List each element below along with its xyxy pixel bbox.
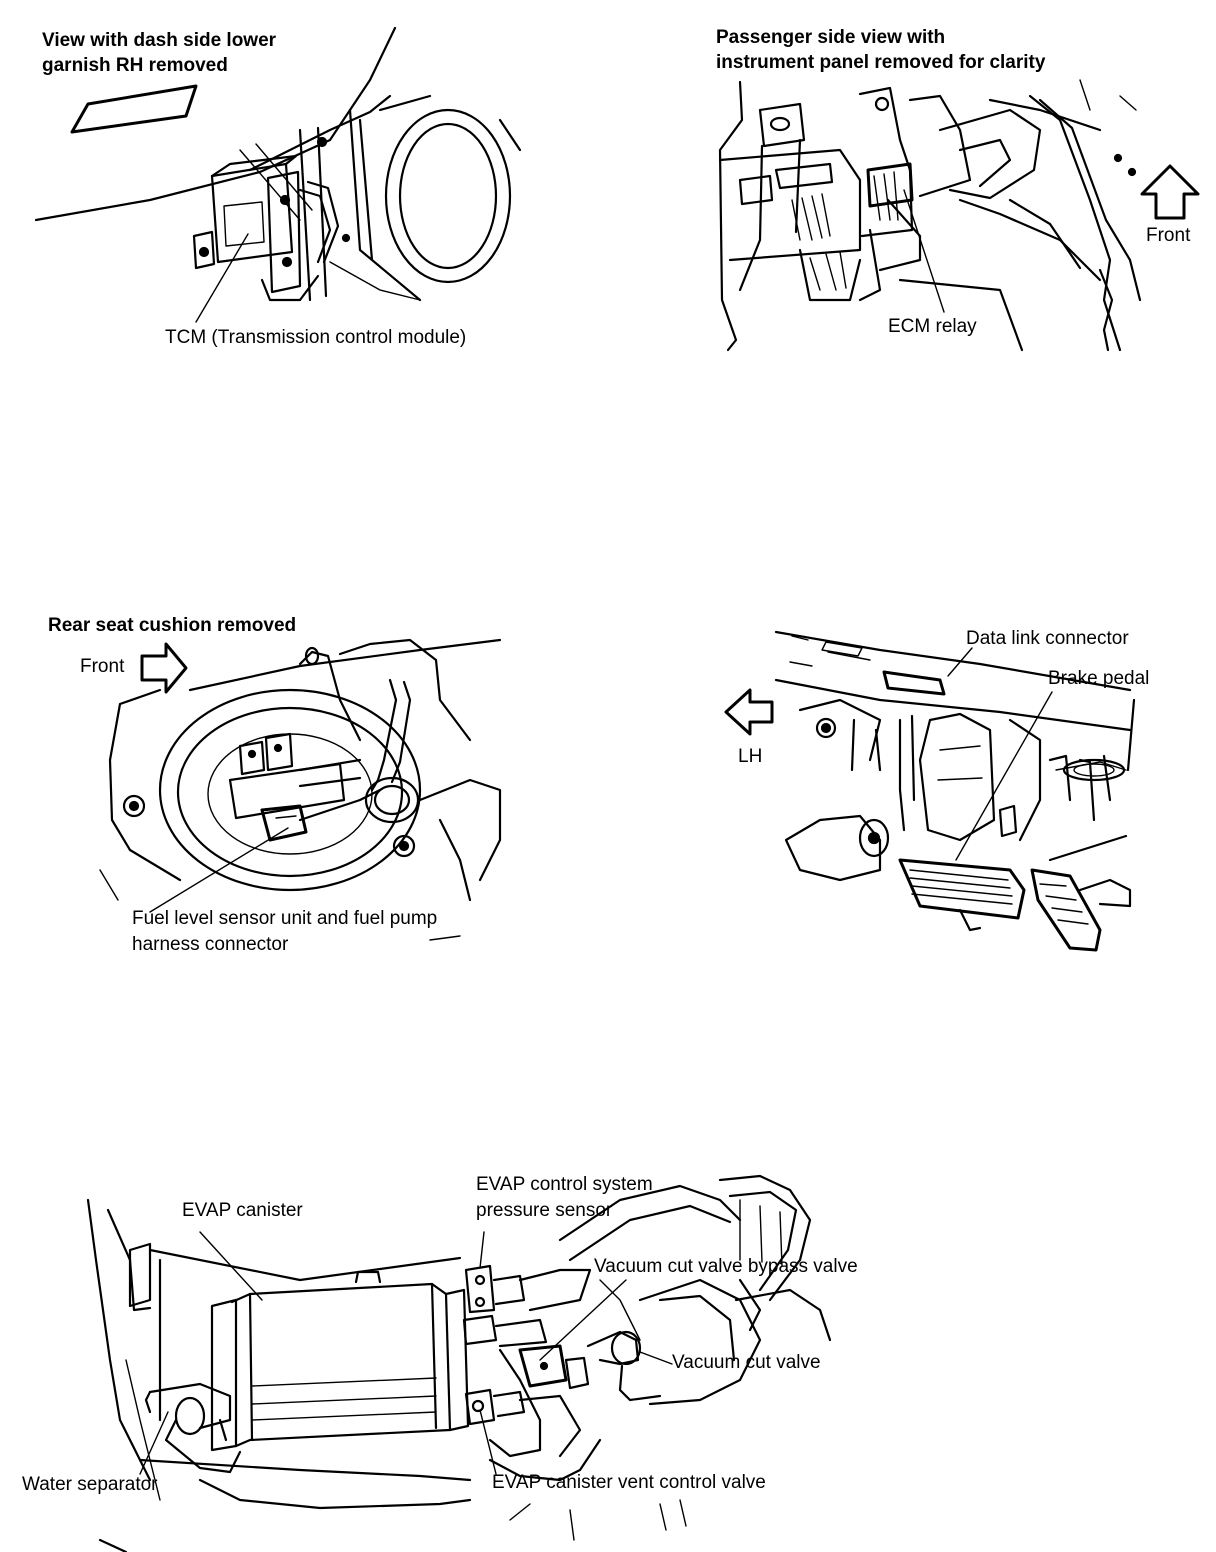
fuel-heading: Rear seat cushion removed [48,615,297,636]
evap-callout-separator: Water separator [22,1474,158,1495]
tcm-heading-line2: garnish RH removed [42,55,228,76]
fuel-direction-label: Front [80,656,125,677]
fuel-illustration [99,638,502,941]
evap-callout-vent: EVAP canister vent control valve [492,1472,766,1493]
arrow-right-icon [140,642,188,694]
ecm-direction-label: Front [1146,225,1191,246]
fuel-callout-line1: Fuel level sensor unit and fuel pump [132,908,438,929]
arrow-left-icon [724,688,774,736]
fuel-callout-line2: harness connector [132,934,289,955]
dlc-direction-label: LH [738,746,763,767]
arrow-up-icon [1140,164,1200,220]
tcm-heading-line1: View with dash side lower [42,30,277,51]
evap-callout-sensor-line2: pressure sensor [476,1200,613,1221]
evap-callout-sensor-line1: EVAP control system [476,1174,653,1195]
ecm-heading-line1: Passenger side view with [716,27,946,48]
evap-callout-bypass: Vacuum cut valve bypass valve [594,1256,858,1277]
evap-callout-cut-valve: Vacuum cut valve [672,1352,821,1373]
dlc-illustration [774,630,1136,952]
dlc-callout-pedal: Brake pedal [1048,668,1150,689]
evap-illustration [86,1174,832,1552]
tcm-illustration [34,26,522,323]
ecm-heading-line2: instrument panel removed for clarity [716,52,1046,73]
tcm-callout: TCM (Transmission control module) [165,327,467,348]
ecm-callout: ECM relay [888,316,977,337]
ecm-illustration [718,79,1142,352]
dlc-callout-connector: Data link connector [966,628,1129,649]
evap-callout-canister: EVAP canister [182,1200,303,1221]
